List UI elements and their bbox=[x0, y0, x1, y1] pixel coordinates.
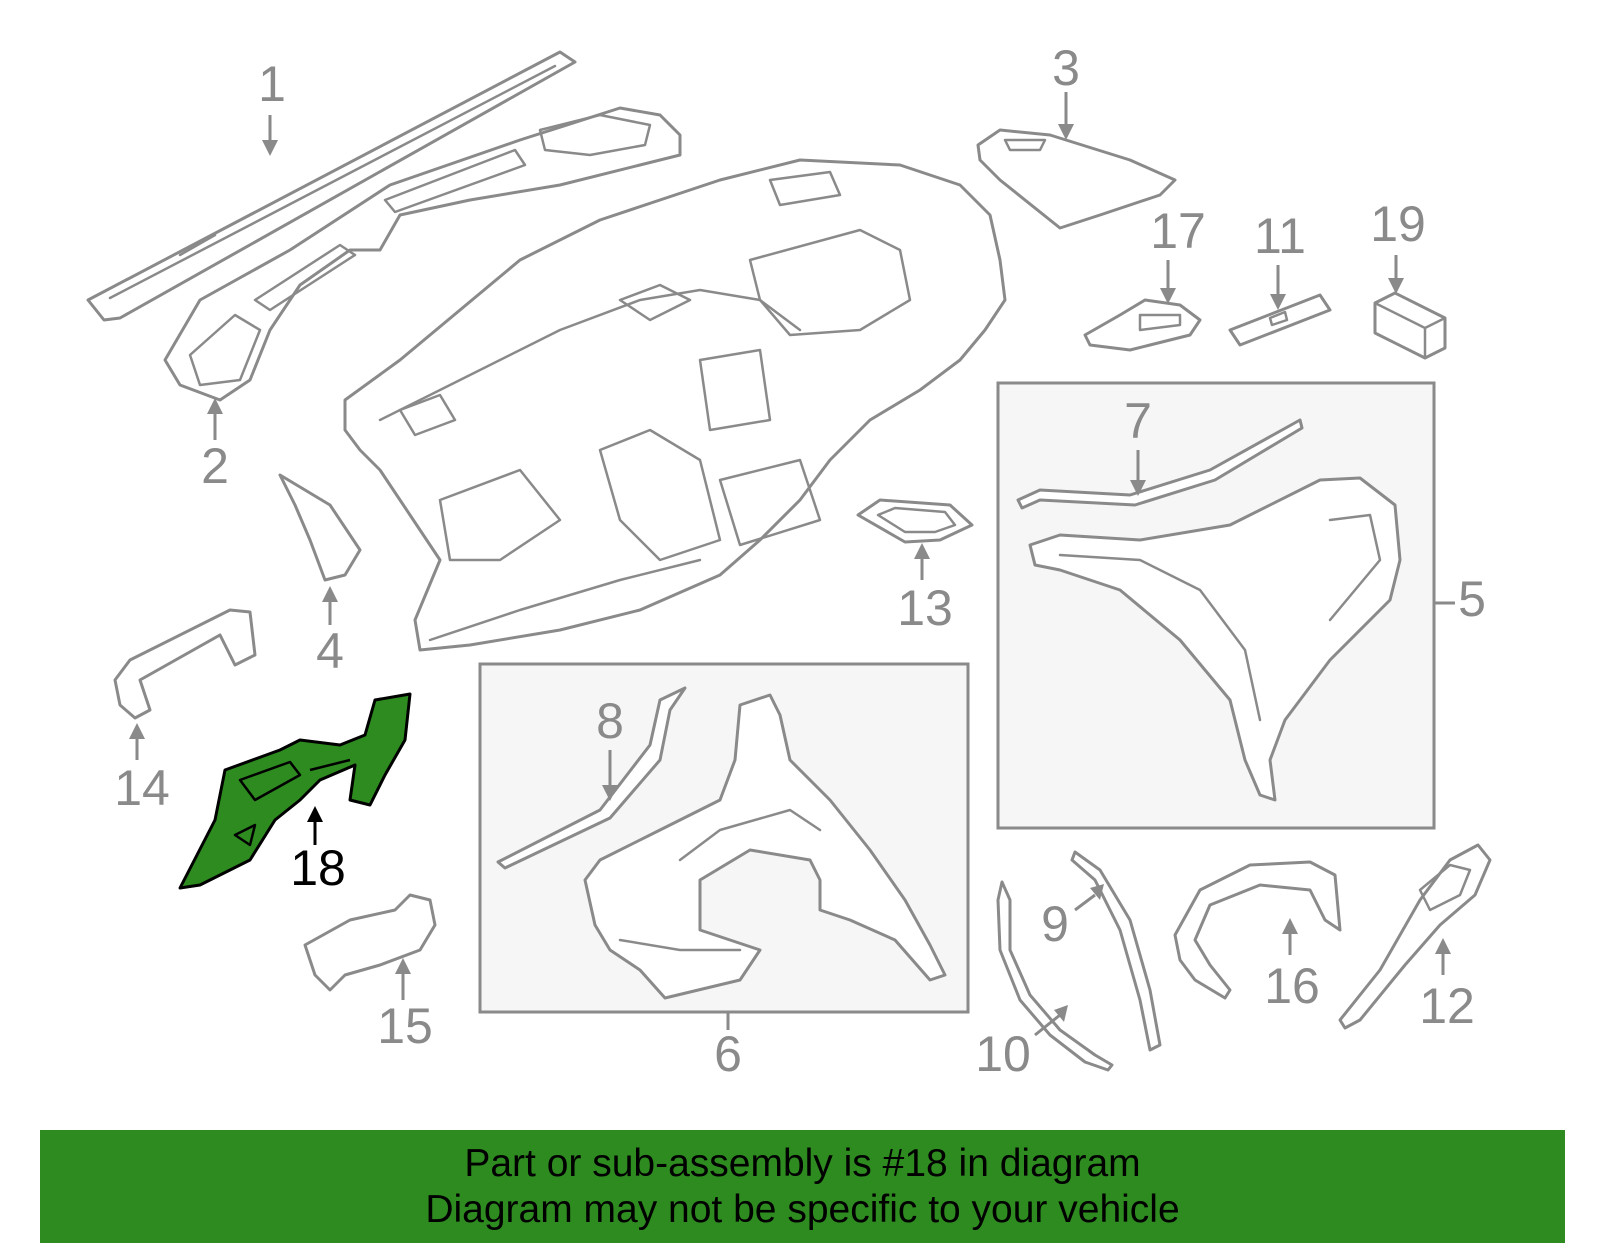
part-10-trim[interactable] bbox=[996, 880, 1114, 1072]
callout-17: 17 bbox=[1150, 203, 1206, 259]
callout-9: 9 bbox=[1041, 896, 1069, 952]
callout-18-highlighted: 18 bbox=[290, 840, 346, 896]
callout-4: 4 bbox=[316, 623, 344, 679]
part-1-defroster-trim[interactable] bbox=[86, 50, 577, 322]
part-2-upper-dash-panel[interactable] bbox=[163, 106, 682, 402]
part-7-trim-strip[interactable] bbox=[1016, 418, 1304, 510]
callout-7: 7 bbox=[1124, 393, 1152, 449]
part-3-glovebox-cover[interactable] bbox=[976, 128, 1177, 230]
part-12-vent-trim[interactable] bbox=[1338, 843, 1492, 1030]
callout-11: 11 bbox=[1254, 208, 1306, 264]
part-15-duct[interactable] bbox=[303, 893, 437, 992]
callout-3: 3 bbox=[1052, 40, 1080, 96]
banner-line-1: Part or sub-assembly is #18 in diagram bbox=[464, 1141, 1141, 1185]
callout-2: 2 bbox=[201, 438, 229, 494]
part-9-trim[interactable] bbox=[1070, 850, 1162, 1052]
part-4-side-trim[interactable] bbox=[278, 473, 362, 582]
info-banner: Part or sub-assembly is #18 in diagram D… bbox=[40, 1130, 1565, 1243]
part-19-module[interactable] bbox=[1373, 291, 1447, 360]
callout-13: 13 bbox=[897, 580, 953, 636]
dashboard-frame[interactable] bbox=[343, 158, 1007, 652]
part-17-bracket[interactable] bbox=[1083, 298, 1202, 352]
callout-16: 16 bbox=[1264, 958, 1320, 1014]
leader-arrows bbox=[129, 92, 1455, 1037]
callout-14: 14 bbox=[114, 760, 170, 816]
banner-line-2: Diagram may not be specific to your vehi… bbox=[425, 1187, 1180, 1231]
part-8-trim-strip[interactable] bbox=[496, 686, 687, 870]
callout-6: 6 bbox=[714, 1026, 742, 1082]
part-14-trim-bracket[interactable] bbox=[113, 608, 257, 720]
callout-labels: 1 2 3 4 5 6 7 8 9 10 11 12 13 14 15 16 1… bbox=[114, 40, 1486, 1082]
callout-1: 1 bbox=[258, 56, 286, 112]
callout-8: 8 bbox=[596, 693, 624, 749]
part-11-switch-panel[interactable] bbox=[1228, 293, 1332, 347]
callout-5: 5 bbox=[1458, 571, 1486, 627]
part-13-vent-bezel[interactable] bbox=[856, 498, 974, 544]
part-18-lower-trim-panel-highlighted[interactable] bbox=[178, 692, 412, 890]
part-5-console-panel[interactable] bbox=[1028, 476, 1402, 802]
callout-15: 15 bbox=[377, 998, 433, 1054]
part-6-knee-panel[interactable] bbox=[583, 693, 947, 1000]
callout-19: 19 bbox=[1370, 196, 1426, 252]
part-16-cluster-hood[interactable] bbox=[1173, 860, 1342, 1000]
callout-10: 10 bbox=[975, 1026, 1031, 1082]
callout-12: 12 bbox=[1419, 978, 1475, 1034]
